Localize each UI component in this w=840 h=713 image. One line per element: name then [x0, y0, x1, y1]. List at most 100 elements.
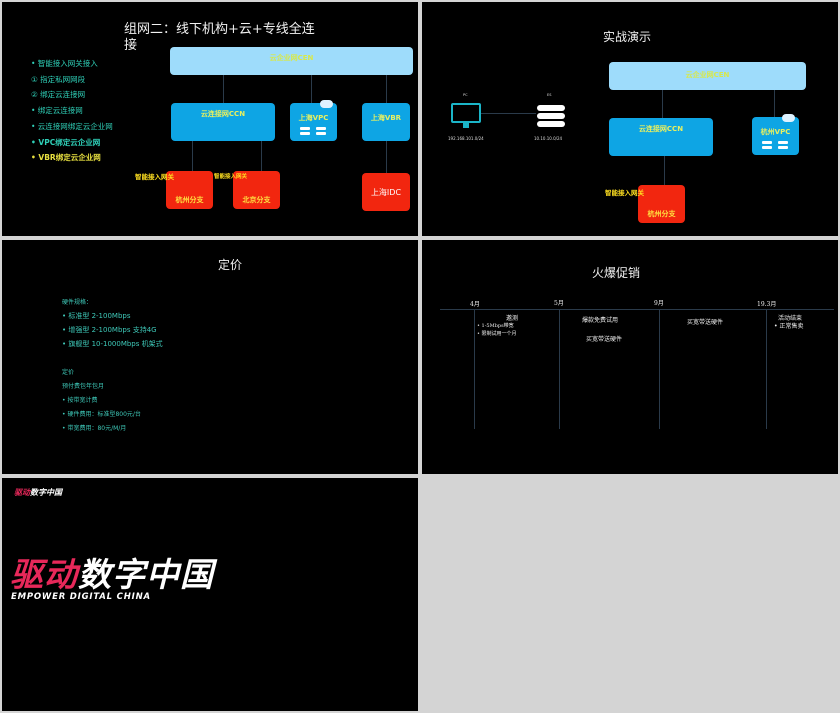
connector	[261, 141, 262, 173]
text-line: 硬件规格：	[62, 299, 93, 306]
text-line: • 带宽费用：80元/M/月	[62, 425, 127, 432]
gateway-label: 智能接入网关	[214, 174, 248, 180]
milestone-date: 5月	[554, 300, 564, 307]
bullet-text: 正常售卖	[779, 323, 804, 330]
text-line: • 硬件费用：标准型800元/台	[62, 411, 141, 418]
bullet: • 云连接网绑定云企业网	[31, 121, 113, 131]
server-icon	[762, 146, 772, 149]
slide-thumbnail-3[interactable]: 定价 硬件规格： • 标准型 2-100Mbps • 增强型 2-100Mbps…	[2, 240, 418, 474]
logo-red-part: 驱动	[10, 555, 78, 594]
timeline-tick	[659, 309, 660, 429]
server-icon	[316, 132, 326, 135]
text-line: • 标准型 2-100Mbps	[62, 312, 131, 320]
bullet: • VPC绑定云企业网	[31, 137, 101, 147]
text-line: • 增强型 2-100Mbps 支持4G	[62, 326, 157, 334]
pc-label: PC	[463, 93, 468, 97]
milestone-date: 19.3月	[757, 301, 777, 308]
bullet: • 绑定云连接网	[31, 106, 83, 116]
slide-thumbnail-2[interactable]: 实战演示 PC 192.168.101.0/24 ES 10.10.10.0/2…	[422, 2, 838, 236]
logo-white-part: 数字中国	[30, 488, 62, 497]
milestone-bullet: • 1-5Mbps带宽	[477, 323, 514, 329]
text-line: 定价	[62, 369, 75, 376]
es-ip: 10.10.10.0/24	[534, 136, 563, 141]
timeline-tick	[474, 309, 475, 429]
bullet-text: 限制试用一个月	[481, 331, 517, 337]
es-label: ES	[547, 93, 552, 97]
branch-box: 杭州分支	[638, 185, 685, 223]
title-line: 组网二：线下机构+云+专线全连	[124, 22, 315, 37]
connector	[192, 141, 193, 173]
logo-red-part: 驱动	[14, 488, 30, 497]
milestone-bullet: • 限制试用一个月	[477, 331, 517, 337]
branch-box: 杭州分支	[166, 171, 213, 209]
empty-slot	[422, 478, 838, 711]
cen-box: 云企业网CEN	[170, 47, 413, 75]
server-icon	[537, 121, 565, 127]
timeline-axis	[440, 309, 834, 310]
slide-title: 火爆促销	[592, 266, 641, 280]
connector	[223, 75, 224, 105]
idc-box: 上海IDC	[362, 173, 410, 211]
timeline-tick	[559, 309, 560, 429]
monitor-icon	[451, 103, 481, 123]
cloud-icon	[320, 100, 333, 108]
bullet-text: 1-5Mbps带宽	[481, 323, 514, 329]
cloud-icon	[782, 114, 795, 122]
cen-box: 云企业网CEN	[609, 62, 806, 90]
pc-ip: 192.168.101.0/24	[448, 136, 484, 141]
slide-thumbnail-4[interactable]: 火爆促销 4月 5月 9月 19.3月 邀测 • 1-5Mbps带宽 • 限制试…	[422, 240, 838, 474]
connector	[481, 113, 536, 114]
connector	[386, 141, 387, 175]
gateway-label: 智能接入网关	[605, 189, 644, 197]
slide-title: 定价	[218, 258, 243, 272]
vpc-label: 杭州VPC	[760, 128, 791, 136]
vpc-box: 杭州VPC	[752, 114, 799, 155]
text-line: • 旗舰型 10-1000Mbps 机架式	[62, 340, 163, 348]
bullet-list: • 智能接入网关接入 ① 指定私网网段 ② 绑定云连接网 • 绑定云连接网 • …	[31, 56, 113, 166]
connector	[311, 75, 312, 105]
logo-large: 驱动数字中国	[10, 548, 214, 596]
milestone-bullet: • 正常售卖	[774, 323, 804, 330]
slide-title: 组网二：线下机构+云+专线全连 接	[124, 22, 315, 54]
ccn-box: 云连接网CCN	[171, 103, 275, 141]
server-icon	[537, 105, 565, 111]
milestone-heading: 买宽带送硬件	[687, 319, 724, 326]
bullet: • 智能接入网关接入	[31, 59, 98, 68]
logo-white-part: 数字中国	[78, 555, 214, 594]
connector	[774, 90, 775, 119]
server-icon	[316, 127, 326, 130]
connector	[664, 156, 665, 187]
text-line: • 按带宽计费	[62, 397, 98, 404]
vpc-label: 上海VPC	[298, 114, 329, 122]
slide-title: 实战演示	[603, 30, 652, 44]
server-icon	[300, 132, 310, 135]
server-icon	[778, 141, 788, 144]
server-icon	[778, 146, 788, 149]
timeline-tick	[766, 309, 767, 429]
ccn-box: 云连接网CCN	[609, 118, 713, 156]
milestone-extra: 买宽带送硬件	[586, 336, 623, 343]
server-icon	[537, 113, 565, 119]
connector	[386, 75, 387, 105]
branch-box: 北京分支	[233, 171, 280, 209]
slide-thumbnail-5[interactable]: 驱动数字中国 驱动数字中国 EMPOWER DIGITAL CHINA	[2, 478, 418, 711]
bullet: ② 绑定云连接网	[31, 90, 86, 100]
milestone-date: 4月	[470, 301, 480, 308]
milestone-heading: 活动结束	[778, 315, 803, 322]
vbr-box: 上海VBR	[362, 103, 410, 141]
text-line: 预付费包年包月	[62, 383, 105, 390]
server-icon	[300, 127, 310, 130]
gateway-label: 智能接入网关	[135, 173, 174, 181]
title-line: 接	[124, 38, 138, 53]
server-icon	[762, 141, 772, 144]
milestone-heading: 邀测	[506, 315, 519, 322]
bullet: ① 指定私网网段	[31, 74, 86, 84]
milestone-date: 9月	[654, 300, 664, 307]
connector	[662, 90, 663, 120]
tagline: EMPOWER DIGITAL CHINA	[11, 592, 151, 602]
vpc-box: 上海VPC	[290, 100, 337, 141]
bullet: • VBR绑定云企业网	[31, 153, 101, 163]
monitor-stand	[463, 123, 469, 128]
milestone-heading: 爆款免费试用	[582, 317, 619, 324]
slide-thumbnail-1[interactable]: 组网二：线下机构+云+专线全连 接 • 智能接入网关接入 ① 指定私网网段 ② …	[2, 2, 418, 236]
